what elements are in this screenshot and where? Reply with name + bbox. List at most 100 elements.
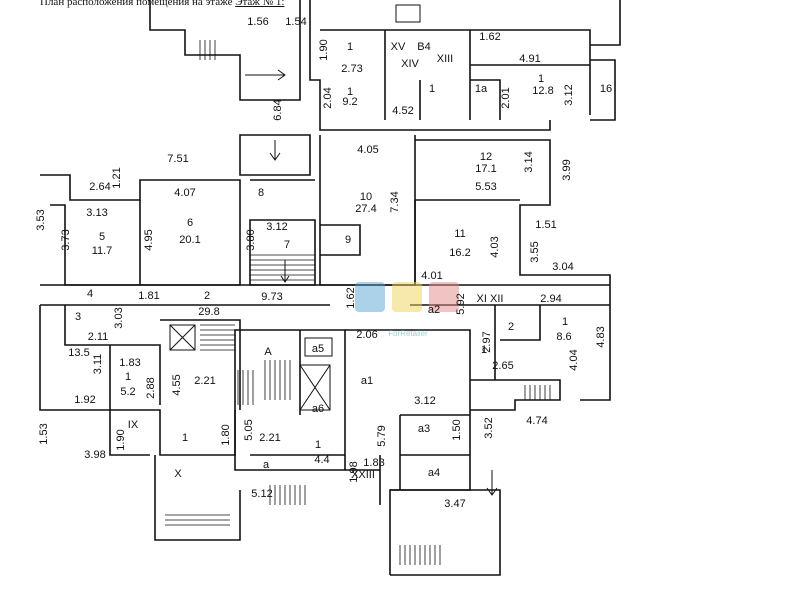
label-dim-5-05: 5.05 bbox=[243, 419, 255, 440]
label-dim-1-90-b: 1.90 bbox=[115, 429, 127, 450]
label-dim-7-51: 7.51 bbox=[167, 153, 188, 165]
label-dim-3-80: 3.80 bbox=[245, 229, 257, 250]
label-dim-2-21: 2.21 bbox=[194, 375, 215, 387]
label-dim-3-98: 3.98 bbox=[84, 449, 105, 461]
label-dim-3-04: 3.04 bbox=[552, 261, 573, 273]
shafts bbox=[169, 4, 421, 411]
label-room-a4: a4 bbox=[428, 467, 440, 479]
label-area-12-8: 12.8 bbox=[532, 85, 553, 97]
label-dim-1-80: 1.80 bbox=[220, 424, 232, 445]
label-room-1a: 1a bbox=[475, 83, 488, 95]
label-dim-1-62: 1.62 bbox=[479, 31, 500, 43]
label-dim-2-64: 2.64 bbox=[89, 181, 110, 193]
label-dim-1-81: 1.81 bbox=[138, 290, 159, 302]
label-dim-2-97: 2.97 bbox=[481, 331, 493, 352]
label-room-xv: XV bbox=[391, 41, 406, 53]
label-dim-4-52: 4.52 bbox=[392, 105, 413, 117]
label-area-17-1: 17.1 bbox=[475, 163, 496, 175]
label-dim-2-01: 2.01 bbox=[500, 87, 512, 108]
label-room-1-4-4: 1 bbox=[315, 439, 321, 451]
label-dim-1-21: 1.21 bbox=[111, 167, 123, 188]
label-dim-1-98: 1.98 bbox=[348, 461, 360, 482]
watermark-text: ForRetailer bbox=[388, 329, 428, 338]
label-dim-4-03: 4.03 bbox=[489, 236, 501, 257]
label-area-20-1: 20.1 bbox=[179, 234, 200, 246]
label-room-5: 5 bbox=[99, 231, 105, 243]
label-dim-3-03: 3.03 bbox=[113, 307, 125, 328]
label-area-11-7: 11.7 bbox=[92, 245, 113, 257]
label-dim-4-01: 4.01 bbox=[421, 270, 442, 282]
label-dim-7-34: 7.34 bbox=[389, 191, 401, 212]
label-dim-4-04: 4.04 bbox=[568, 349, 580, 370]
label-area-9-2: 9.2 bbox=[342, 96, 357, 108]
label-room-7: 7 bbox=[284, 239, 290, 251]
label-dim-2-04: 2.04 bbox=[322, 87, 334, 108]
label-dim-2-21-b: 2.21 bbox=[259, 432, 280, 444]
header-prefix: План расположения помещения на этаже bbox=[40, 0, 233, 8]
label-room-xi-xii: XI XII bbox=[477, 293, 504, 305]
label-room-1-ix: 1 bbox=[182, 432, 188, 444]
label-dim-1-92: 1.92 bbox=[74, 394, 95, 406]
walls bbox=[39, 0, 621, 576]
label-room-6: 6 bbox=[187, 217, 193, 229]
label-dim-1-51: 1.51 bbox=[535, 219, 556, 231]
label-dim-1-54: 1.54 bbox=[285, 16, 306, 28]
page-header: План расположения помещения на этаже Эта… bbox=[40, 0, 284, 8]
label-dim-5-79: 5.79 bbox=[376, 425, 388, 446]
label-dim-1-83-l: 1.83 bbox=[119, 357, 140, 369]
label-room-4: 4 bbox=[87, 288, 93, 300]
label-dim-5-53: 5.53 bbox=[475, 181, 496, 193]
label-room-xiv: XIV bbox=[401, 58, 419, 70]
stairs bbox=[165, 40, 551, 565]
label-dim-1-83-b: 1.83 bbox=[363, 457, 384, 469]
label-area-13-5: 13.5 bbox=[68, 347, 89, 359]
label-room-a6: a6 bbox=[312, 403, 324, 415]
watermark-icon-3 bbox=[429, 282, 459, 312]
label-dim-1-56: 1.56 bbox=[247, 16, 268, 28]
arrows bbox=[245, 69, 498, 496]
label-dim-3-47: 3.47 bbox=[444, 498, 465, 510]
label-room-12: 12 bbox=[480, 151, 492, 163]
label-dim-3-55: 3.55 bbox=[529, 241, 541, 262]
label-room-ix: IX bbox=[128, 419, 139, 431]
label-room-1-92: 1 bbox=[347, 86, 353, 98]
label-dim-3-99: 3.99 bbox=[561, 159, 573, 180]
label-room-3: 3 bbox=[75, 311, 81, 323]
label-dim-6-84: 6.84 bbox=[272, 99, 284, 120]
label-dim-1-53: 1.53 bbox=[38, 423, 50, 444]
label-dim-4-74: 4.74 bbox=[526, 415, 547, 427]
label-dim-1-62-v: 1.62 bbox=[345, 287, 357, 308]
label-dim-5-12: 5.12 bbox=[251, 488, 272, 500]
arrow-down-icon-3 bbox=[280, 260, 290, 283]
label-room-1-right: 1 bbox=[538, 73, 544, 85]
label-room-1-wc: 1 bbox=[429, 83, 435, 95]
arrow-right-icon bbox=[245, 69, 286, 81]
label-dim-4-91: 4.91 bbox=[519, 53, 540, 65]
floor-label: Этаж № 1: bbox=[235, 0, 285, 8]
label-dim-3-53: 3.53 bbox=[35, 209, 47, 230]
label-dim-3-14: 3.14 bbox=[523, 151, 535, 172]
label-room-8: 8 bbox=[258, 187, 264, 199]
label-room-a-lower: a bbox=[263, 459, 270, 471]
label-dim-3-73: 3.73 bbox=[60, 229, 72, 250]
label-dim-3-11: 3.11 bbox=[92, 354, 104, 375]
label-area-27-4: 27.4 bbox=[355, 203, 376, 215]
label-dim-4-55: 4.55 bbox=[171, 374, 183, 395]
label-dim-1-50: 1.50 bbox=[451, 419, 463, 440]
label-dim-4-95: 4.95 bbox=[143, 229, 155, 250]
label-area-29-8: 29.8 bbox=[198, 306, 219, 318]
label-room-a3: a3 bbox=[418, 423, 430, 435]
label-room-1-mid: 1 bbox=[481, 344, 487, 356]
label-room-a: A bbox=[264, 346, 272, 358]
label-dim-2-06: 2.06 bbox=[356, 329, 377, 341]
label-dim-4-05: 4.05 bbox=[357, 144, 378, 156]
label-room-x: X bbox=[174, 468, 182, 480]
label-room-xxiii: XXIII bbox=[351, 469, 375, 481]
label-area-8-6: 8.6 bbox=[556, 331, 571, 343]
label-room-11: 11 bbox=[454, 228, 465, 240]
label-area-16-2: 16.2 bbox=[449, 247, 470, 259]
label-room-10: 10 bbox=[360, 191, 372, 203]
label-dim-3-13: 3.13 bbox=[86, 207, 107, 219]
label-room-1-top: 1 bbox=[347, 41, 353, 53]
